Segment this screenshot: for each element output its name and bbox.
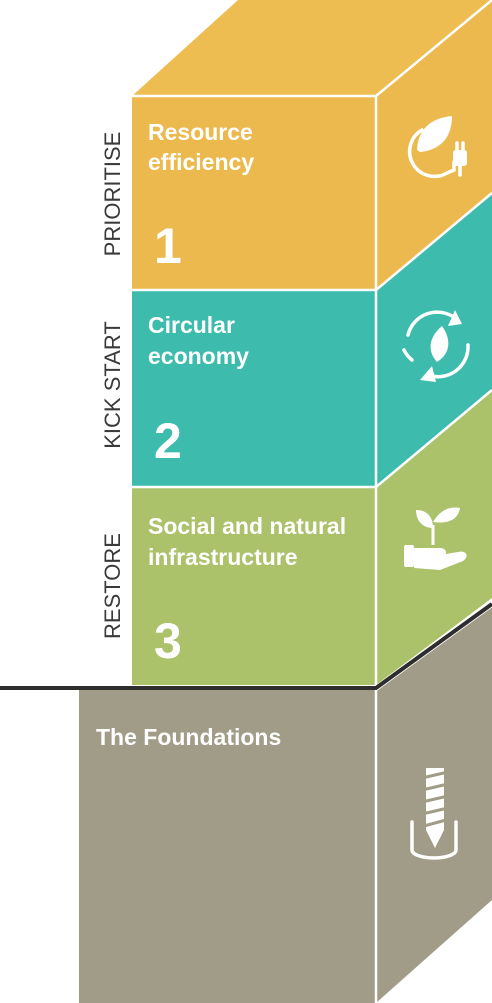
screw-anchor-icon	[410, 768, 458, 860]
recycle-leaf-icon	[402, 310, 470, 382]
tier2-side-label: KICK START	[100, 321, 125, 449]
tier3-front-face	[132, 487, 376, 685]
leaf-plug-icon	[407, 116, 467, 179]
tier1-front-face	[132, 96, 376, 290]
tier3-number: 3	[154, 613, 182, 669]
foundation-front-face	[79, 690, 376, 1003]
tier1-title-line1: Resource	[148, 119, 253, 145]
tier1-number: 1	[154, 218, 182, 274]
tier2-number: 2	[154, 413, 182, 469]
tier3-title-line2: infrastructure	[148, 544, 298, 570]
tier2-title-line1: Circular	[148, 312, 235, 338]
foundation-title: The Foundations	[96, 724, 281, 750]
tier1-title-line2: efficiency	[148, 149, 254, 175]
tier2-front-face	[132, 290, 376, 487]
tier2-title-line2: economy	[148, 343, 249, 369]
tier3-title-line1: Social and natural	[148, 513, 346, 539]
block-top-face	[132, 0, 492, 96]
ground-line	[0, 602, 492, 690]
seedling-hand-icon	[404, 507, 467, 570]
tier3-side-label: RESTORE	[100, 533, 125, 639]
tier1-side-label: PRIORITISE	[100, 132, 125, 257]
